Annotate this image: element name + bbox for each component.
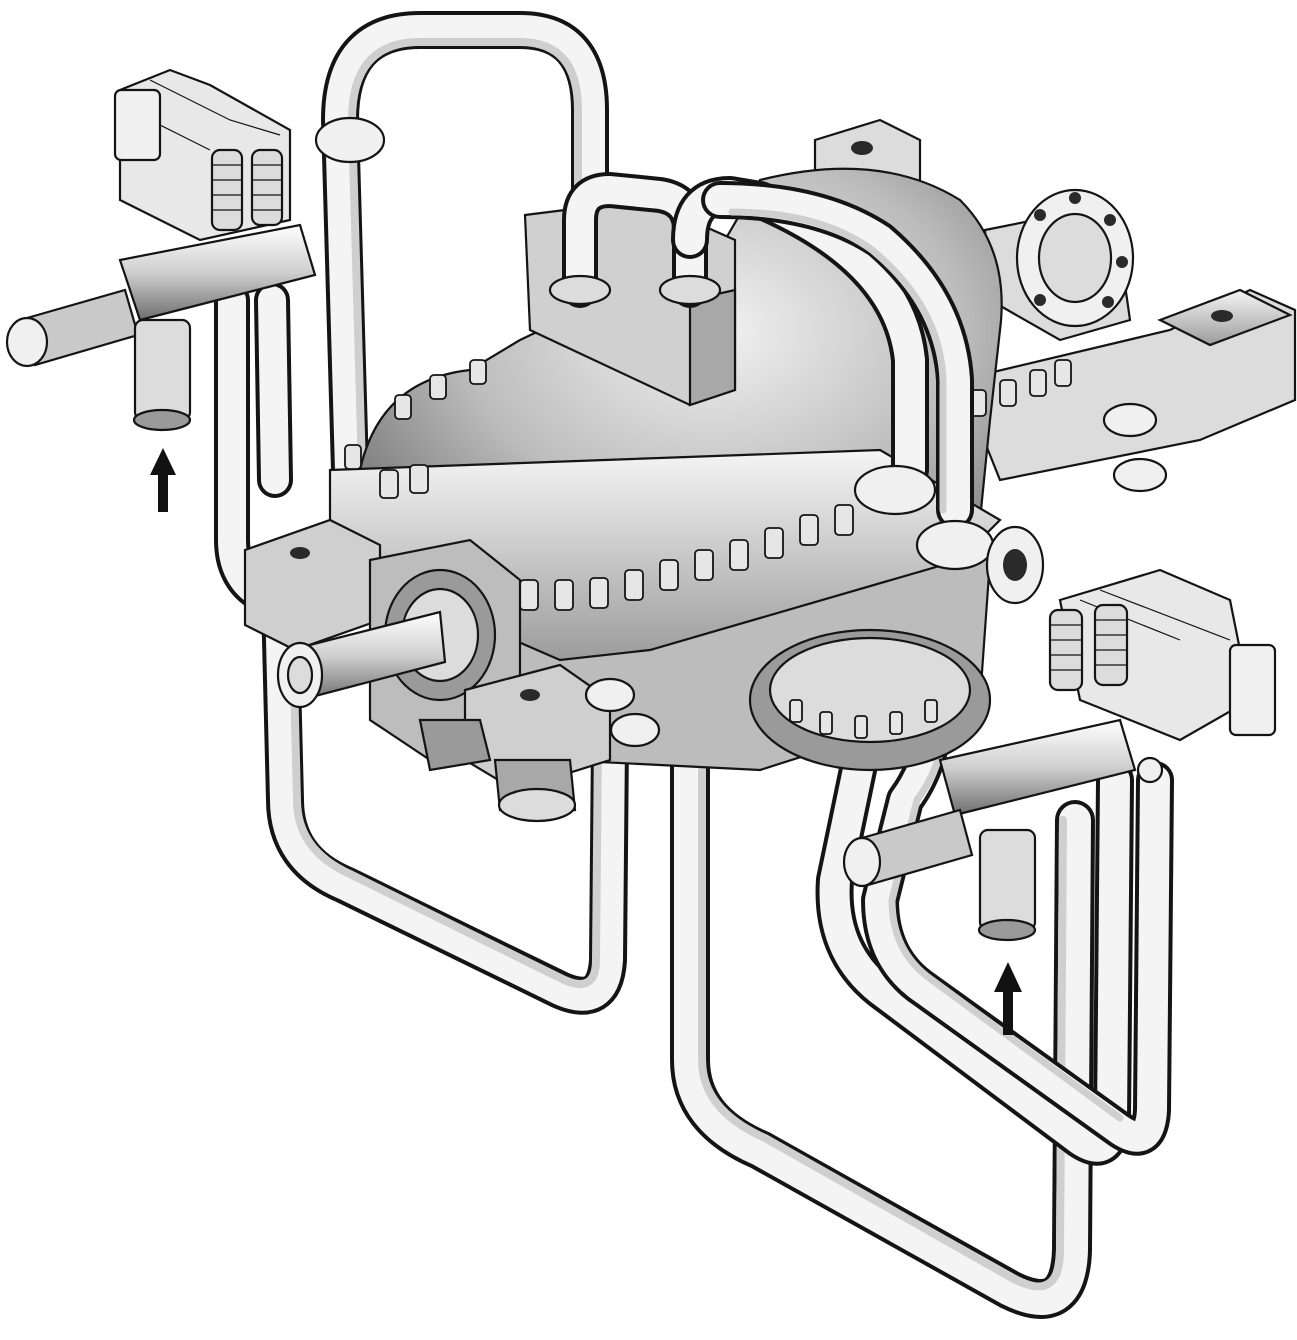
- left-valve-assembly: [5, 68, 317, 432]
- arrow-up-icon: [150, 448, 176, 512]
- right-valve-springs: [1048, 603, 1129, 692]
- left-valve-springs: [210, 148, 284, 232]
- steam-pipes-rear: [214, 11, 1174, 1319]
- right-valve-assembly: [842, 568, 1277, 942]
- arrow-up-icon: [994, 962, 1022, 1035]
- inlet-pipes-top: [314, 116, 995, 571]
- exhaust-flange: [983, 188, 1135, 342]
- casing-bolts: [344, 359, 1072, 611]
- front-bearing-pedestal: [243, 402, 1168, 823]
- bowl-bolts: [789, 699, 938, 739]
- side-flange: [985, 525, 1045, 605]
